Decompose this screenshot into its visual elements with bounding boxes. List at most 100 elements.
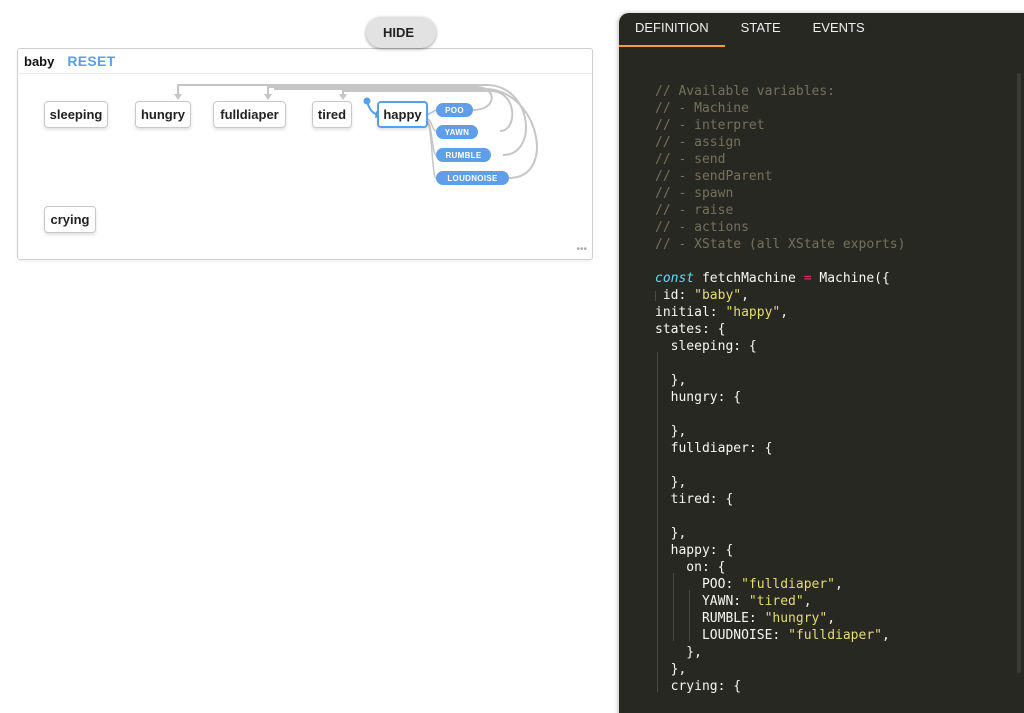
edge-happy-rumble <box>426 120 437 156</box>
code-line: // - XState (all XState exports) <box>655 236 1024 253</box>
code-line: states: { <box>655 321 1024 338</box>
code-token: }, <box>655 645 702 660</box>
code-line <box>655 695 1024 712</box>
code-token: POO: <box>655 577 742 592</box>
code-line: // - Machine <box>655 100 1024 117</box>
indent-guide <box>689 590 690 641</box>
indent-guide <box>655 291 656 301</box>
code-line: happy: { <box>655 542 1024 559</box>
code-line <box>655 406 1024 423</box>
edge-yawn-tired <box>342 89 514 132</box>
code-token: , <box>780 305 789 320</box>
code-line: RUMBLE: "hungry", <box>655 610 1024 627</box>
code-token: const <box>655 271 695 286</box>
code-line: id: "baby", <box>655 287 1024 304</box>
code-token: // Available variables: <box>655 84 836 99</box>
arrowhead-fulldiaper <box>264 94 272 100</box>
code-line <box>655 457 1024 474</box>
code-token: crying: { <box>655 679 742 694</box>
code-token: // - assign <box>655 135 742 150</box>
code-token: Machine({ <box>811 271 890 286</box>
code-token: RUMBLE: <box>655 611 765 626</box>
tab-state[interactable]: STATE <box>740 20 781 35</box>
code-token: }, <box>655 424 687 439</box>
state-node-crying[interactable]: crying <box>44 206 96 233</box>
hide-panel-button[interactable]: HIDE <box>366 17 436 48</box>
state-node-tired[interactable]: tired <box>312 101 352 128</box>
code-token: hungry: { <box>655 390 742 405</box>
state-node-sleeping[interactable]: sleeping <box>44 101 108 128</box>
code-token: "fulldiaper" <box>741 577 836 592</box>
code-line: // - raise <box>655 202 1024 219</box>
code-token: // - actions <box>655 220 749 235</box>
code-line: YAWN: "tired", <box>655 593 1024 610</box>
visualizer-header: baby RESET <box>18 49 592 74</box>
code-line: sleeping: { <box>655 338 1024 355</box>
event-button-poo[interactable]: POO <box>436 103 473 117</box>
code-token: // - sendParent <box>655 169 773 184</box>
code-token: // - interpret <box>655 118 765 133</box>
code-line: }, <box>655 525 1024 542</box>
code-line: hungry: { <box>655 389 1024 406</box>
code-token: , <box>741 288 749 303</box>
tab-events[interactable]: EVENTS <box>812 20 865 35</box>
code-line: // - interpret <box>655 117 1024 134</box>
state-node-hungry[interactable]: hungry <box>135 101 191 128</box>
code-line: LOUDNOISE: "fulldiaper", <box>655 627 1024 644</box>
code-token: // - spawn <box>655 186 734 201</box>
state-node-fulldiaper[interactable]: fulldiaper <box>213 101 286 128</box>
arrowhead-tired <box>339 94 347 100</box>
code-line: // - spawn <box>655 185 1024 202</box>
event-button-yawn[interactable]: YAWN <box>436 125 478 139</box>
event-button-loudnoise[interactable]: LOUDNOISE <box>436 171 509 185</box>
editor-scrollbar[interactable] <box>1017 73 1021 673</box>
code-line: // - send <box>655 151 1024 168</box>
code-line: }, <box>655 661 1024 678</box>
editor-tabs: DEFINITION STATE EVENTS <box>619 13 881 47</box>
code-token: // - send <box>655 152 726 167</box>
code-line: crying: { <box>655 678 1024 695</box>
code-token: fulldiaper: { <box>655 441 773 456</box>
code-line: }, <box>655 474 1024 491</box>
machine-id-label: baby <box>24 53 55 69</box>
code-line: // Available variables: <box>655 83 1024 100</box>
code-token: initial: <box>655 305 726 320</box>
code-line: POO: "fulldiaper", <box>655 576 1024 593</box>
more-options-icon[interactable]: ••• <box>576 244 587 255</box>
state-node-happy[interactable]: happy <box>377 101 428 128</box>
code-line: tired: { <box>655 491 1024 508</box>
code-line: on: { <box>655 559 1024 576</box>
code-line <box>655 355 1024 372</box>
edge-happy-yawn <box>426 118 437 132</box>
reset-button[interactable]: RESET <box>67 53 116 69</box>
transition-edges <box>174 84 538 179</box>
code-token: , <box>835 577 843 592</box>
code-token: happy: { <box>655 543 734 558</box>
code-line: // - actions <box>655 219 1024 236</box>
code-token: }, <box>655 662 687 677</box>
code-token: }, <box>655 526 687 541</box>
code-line <box>655 508 1024 525</box>
code-token: "tired" <box>748 594 804 609</box>
code-token: id: <box>655 288 695 303</box>
code-token: fetchMachine <box>694 271 804 286</box>
code-token: LOUDNOISE: <box>655 628 789 643</box>
code-token: }, <box>655 373 687 388</box>
code-token: = <box>803 271 812 286</box>
code-token: tired: { <box>655 492 734 507</box>
code-token: "baby" <box>694 288 742 303</box>
code-token: }, <box>655 475 687 490</box>
event-button-rumble[interactable]: RUMBLE <box>436 148 491 162</box>
code-token: YAWN: <box>655 594 749 609</box>
code-editor[interactable]: // Available variables:// - Machine// - … <box>655 83 1024 713</box>
edge-poo-fulldiaper <box>267 86 493 111</box>
code-token: // - XState (all XState exports) <box>655 237 906 252</box>
indent-guide <box>657 352 658 692</box>
code-line: // - sendParent <box>655 168 1024 185</box>
code-token: "fulldiaper" <box>788 628 882 643</box>
tab-definition[interactable]: DEFINITION <box>619 13 725 47</box>
indent-guide <box>673 573 674 641</box>
edge-happy-loudnoise <box>426 122 437 179</box>
code-line <box>655 253 1024 270</box>
code-token: // - raise <box>655 203 734 218</box>
